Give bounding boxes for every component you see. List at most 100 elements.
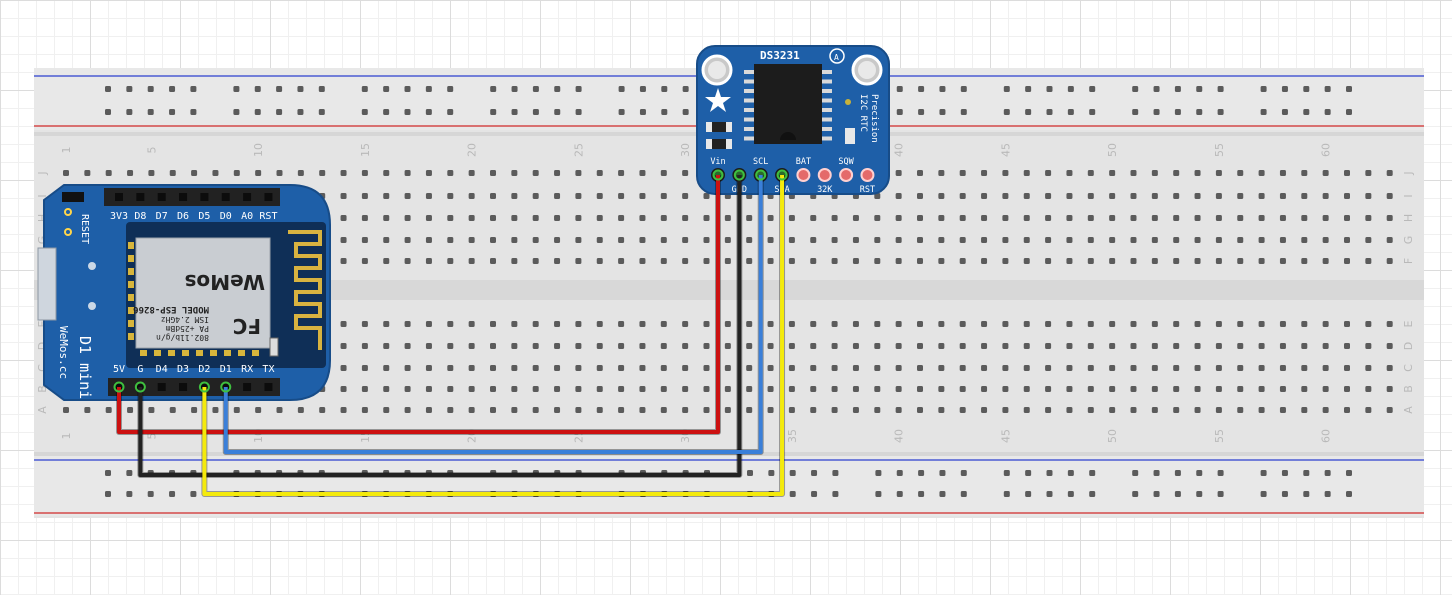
breadboard-hole (767, 237, 774, 243)
reset-switch[interactable] (62, 192, 84, 202)
breadboard-hole (1237, 215, 1244, 221)
breadboard-hole (1279, 365, 1286, 371)
breadboard-hole (1303, 86, 1310, 92)
breadboard-hole (1151, 321, 1158, 327)
breadboard-hole (575, 86, 582, 92)
wire-d1-to-scl[interactable] (223, 175, 763, 454)
breadboard-hole (468, 258, 475, 264)
breadboard-hole (1045, 237, 1052, 243)
module-pa-text: PA +25dBm (165, 324, 209, 333)
wire-endpoint[interactable] (220, 381, 232, 393)
breadboard-hole (810, 321, 817, 327)
wire-endpoint[interactable] (733, 169, 745, 181)
wire-endpoint[interactable] (198, 381, 210, 393)
breadboard-hole (1215, 193, 1222, 199)
breadboard-hole (981, 407, 988, 413)
rtc-pin-label-bottom: RST (860, 185, 875, 195)
wemos-bottom-pin-label: D2 (198, 364, 210, 375)
wemos-d1-mini[interactable]: MODEL ESP-8266 ISM 2.4GHz PA +25dBm 802.… (37, 184, 331, 401)
wire-5v-to-vin[interactable] (117, 175, 720, 434)
breadboard-hole (917, 321, 923, 327)
reset-label: RESET (79, 214, 90, 244)
breadboard-hole (319, 170, 326, 176)
breadboard-hole (1324, 109, 1331, 115)
row-letter: F (1402, 258, 1415, 264)
breadboard-hole (404, 109, 411, 115)
breadboard-hole (511, 237, 518, 243)
breadboard-hole (1215, 365, 1222, 371)
breadboard-hole (618, 215, 625, 221)
breadboard-hole (148, 170, 155, 176)
breadboard-hole (1301, 258, 1308, 264)
breadboard-hole (425, 193, 432, 199)
row-letter: B (1402, 385, 1415, 393)
breadboard-hole (981, 193, 988, 199)
wire-endpoint[interactable] (776, 169, 788, 181)
breadboard-hole (618, 365, 625, 371)
breadboard-hole (511, 386, 518, 392)
breadboard-hole (532, 258, 539, 264)
breadboard-hole (361, 258, 368, 264)
breadboard-hole (575, 109, 582, 115)
breadboard-hole (831, 258, 838, 264)
wire-endpoint[interactable] (113, 381, 125, 393)
wire-g-to-gnd[interactable] (138, 175, 742, 477)
breadboard-hole (511, 365, 518, 371)
breadboard-hole (768, 470, 775, 476)
breadboard-hole (767, 258, 774, 264)
breadboard-hole (1087, 407, 1094, 413)
breadboard-hole (1130, 386, 1137, 392)
board-name-label: D1 mini (76, 336, 94, 399)
breadboard-hole (596, 258, 603, 264)
breadboard-hole (832, 470, 839, 476)
breadboard-hole (724, 321, 731, 327)
breadboard-hole (1087, 193, 1094, 199)
jumper-wires[interactable] (113, 169, 788, 497)
breadboard-hole (981, 365, 988, 371)
header-pin (157, 193, 166, 201)
breadboard-hole (938, 237, 945, 243)
breadboard-hole (959, 321, 966, 327)
breadboard-hole (939, 86, 946, 92)
breadboard-hole (810, 343, 817, 349)
breadboard-hole (1260, 470, 1267, 476)
breadboard-hole (404, 215, 411, 221)
breadboard-hole (361, 215, 368, 221)
breadboard-hole (767, 343, 774, 349)
breadboard-hole (917, 343, 923, 349)
breadboard-hole (1066, 386, 1073, 392)
breadboard-hole (660, 258, 667, 264)
wire-endpoint[interactable] (134, 381, 146, 393)
breadboard-hole (554, 215, 561, 221)
breadboard-hole (639, 407, 646, 413)
header-pin (264, 383, 273, 391)
breadboard-hole (1132, 470, 1139, 476)
breadboard-hole (874, 386, 881, 392)
breadboard-hole (1279, 321, 1286, 327)
breadboard-hole (789, 491, 796, 497)
breadboard-hole (1301, 343, 1308, 349)
breadboard-hole (1365, 321, 1372, 327)
breadboard-hole (1089, 491, 1096, 497)
wire-endpoint[interactable] (755, 169, 767, 181)
breadboard-hole (425, 343, 432, 349)
breadboard-hole (1217, 109, 1224, 115)
breadboard-hole (1194, 386, 1201, 392)
breadboard-hole (1303, 470, 1310, 476)
breadboard-hole (447, 343, 454, 349)
breadboard-hole (1153, 470, 1160, 476)
breadboard-hole (1344, 215, 1350, 221)
header-pin (264, 193, 273, 201)
breadboard-hole (1303, 491, 1310, 497)
breadboard-hole (959, 407, 966, 413)
breadboard-hole (361, 321, 368, 327)
wire-endpoint[interactable] (712, 169, 724, 181)
breadboard-hole (212, 170, 219, 176)
breadboard-hole (532, 407, 539, 413)
breadboard-hole (852, 258, 859, 264)
breadboard-hole (1365, 343, 1372, 349)
wire-d2-to-sda[interactable] (202, 175, 785, 496)
breadboard-hole (1324, 86, 1331, 92)
breadboard-hole (1132, 109, 1139, 115)
